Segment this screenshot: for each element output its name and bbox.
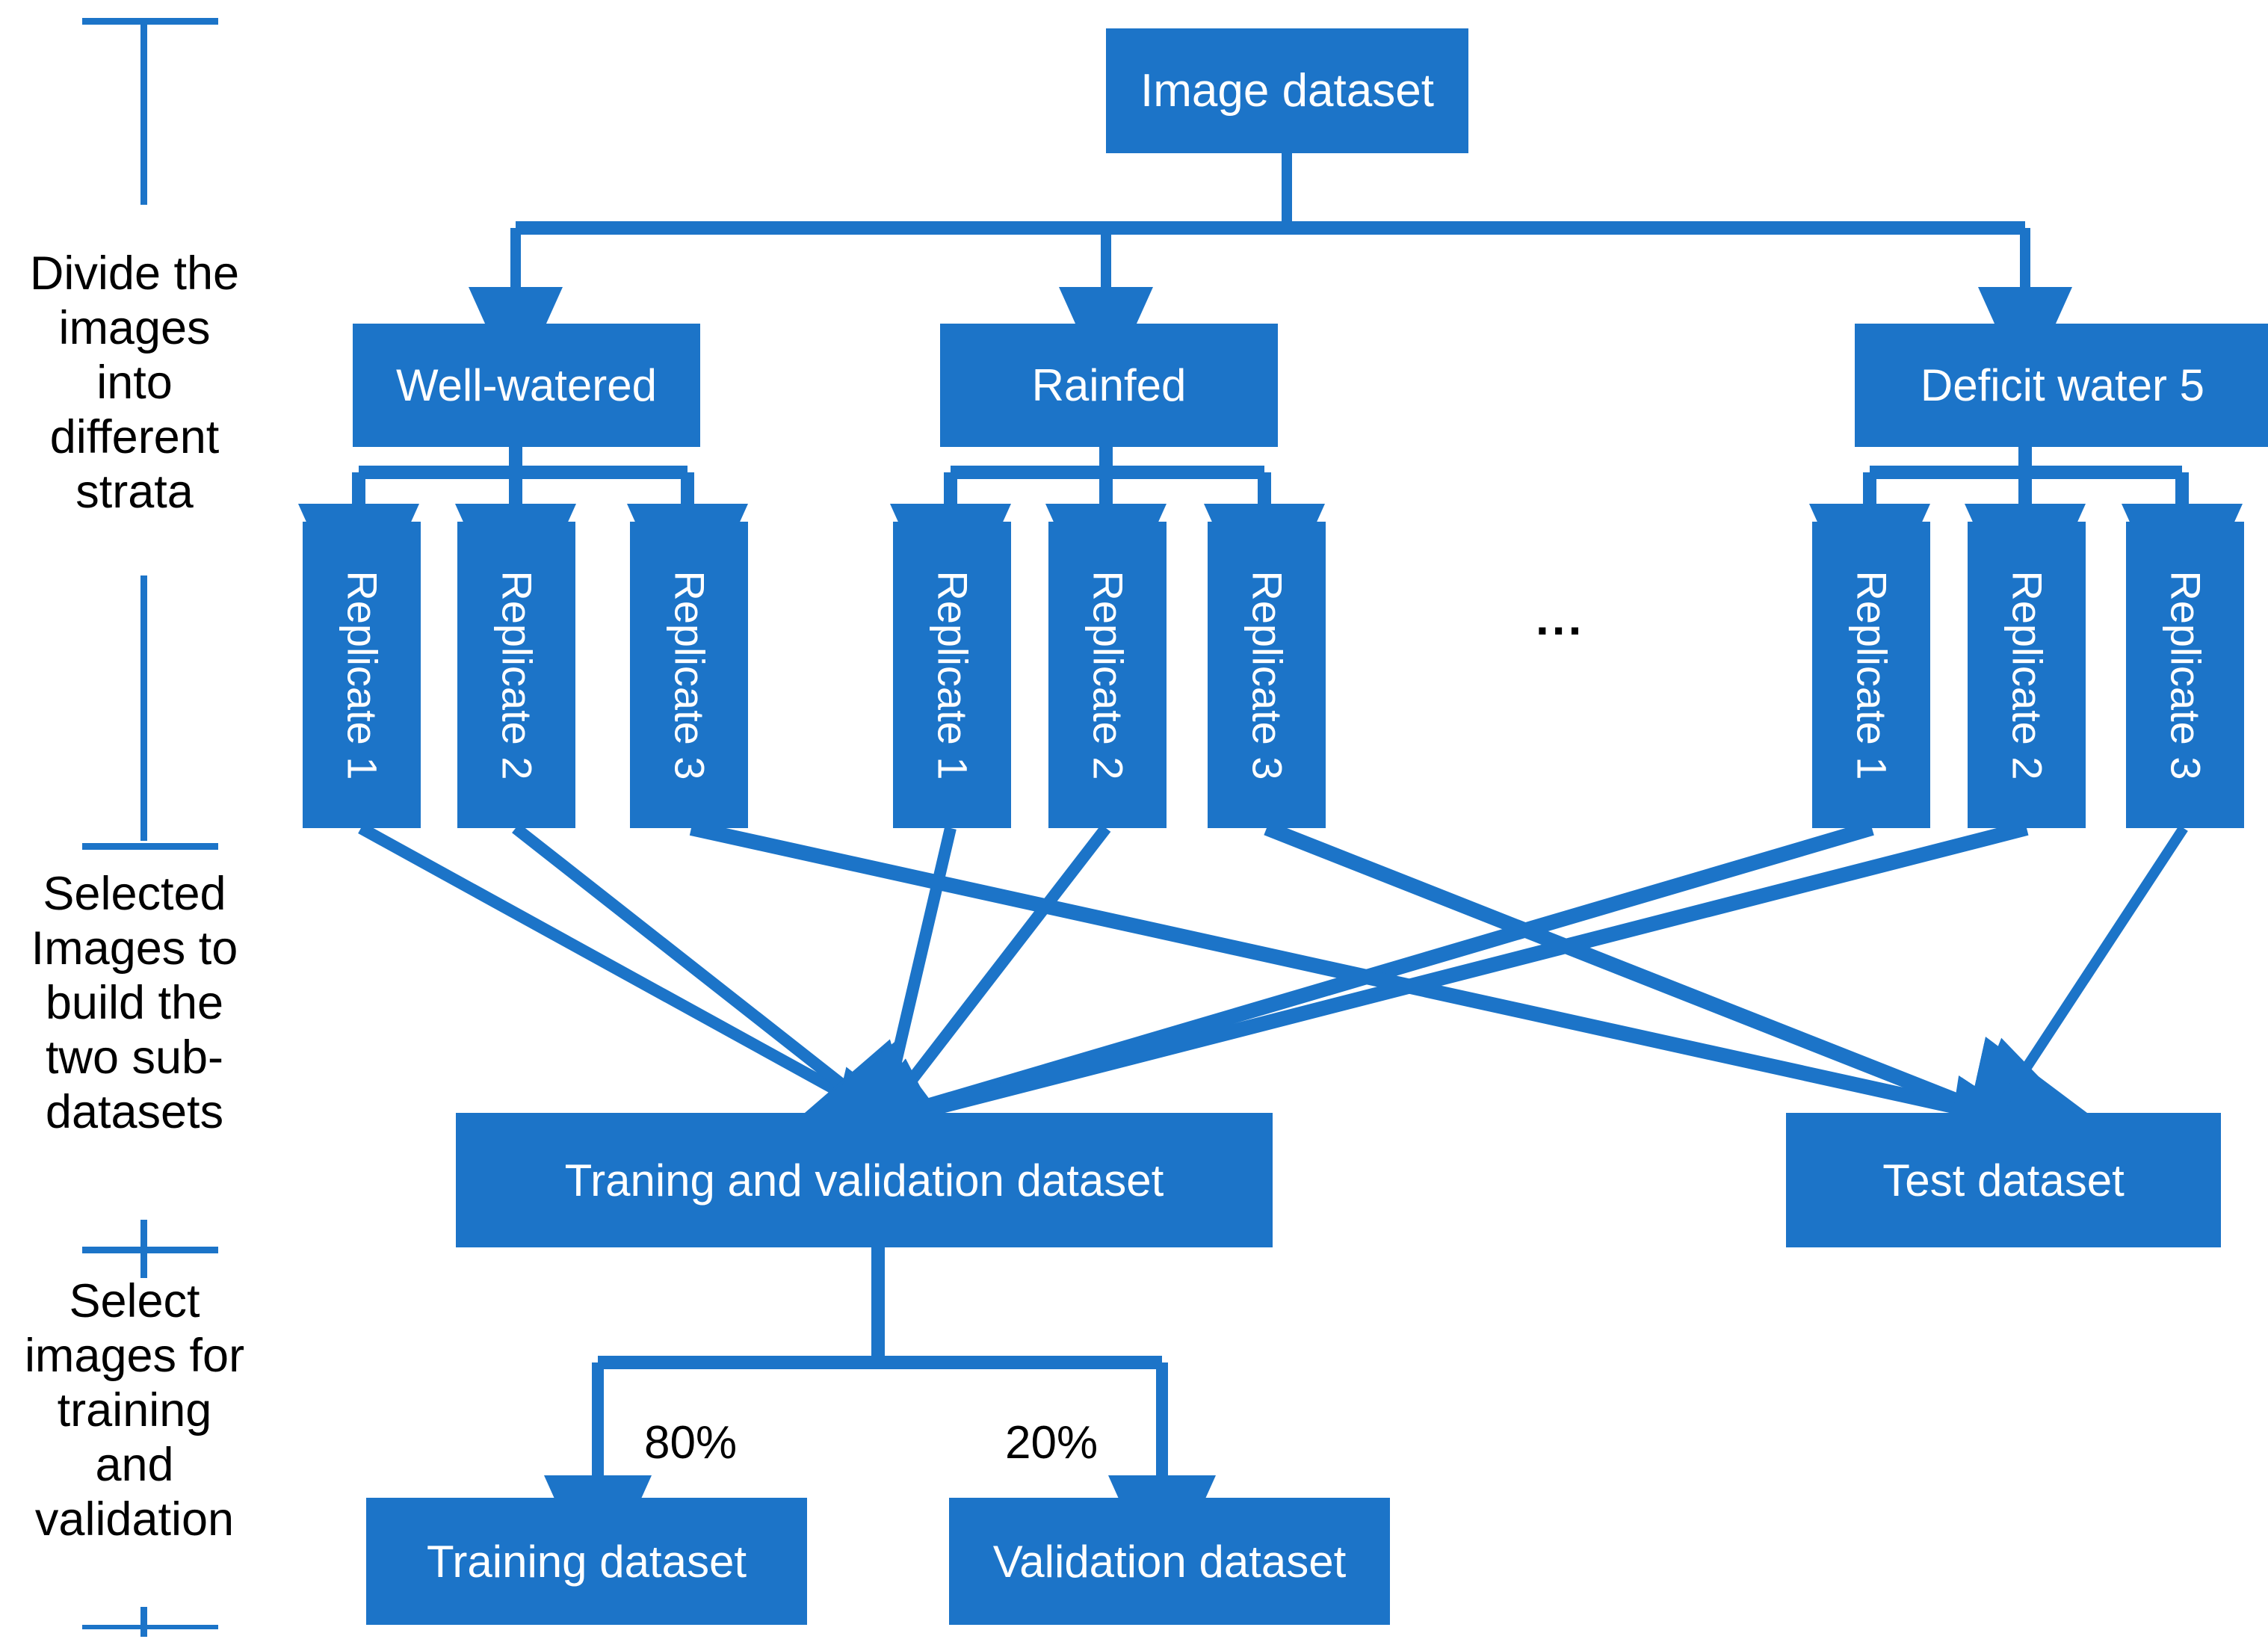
label-train-percentage: 80%	[644, 1417, 738, 1469]
bracket-stem-divide-lower	[140, 575, 147, 841]
node-replicate-ww-3[interactable]: Replicate 3	[630, 522, 748, 828]
node-replicate-dw-2-label: Replicate 2	[2003, 570, 2051, 780]
bracket-bottom-cap-divide	[82, 843, 218, 850]
node-replicate-rf-1-label: Replicate 1	[929, 570, 977, 780]
node-replicate-ww-1[interactable]: Replicate 1	[303, 522, 421, 828]
node-replicate-dw-1[interactable]: Replicate 1	[1812, 522, 1930, 828]
bracket-stem-split	[140, 1607, 147, 1637]
node-replicate-rf-2[interactable]: Replicate 2	[1048, 522, 1167, 828]
node-replicate-ww-2[interactable]: Replicate 2	[457, 522, 575, 828]
node-stratum-well-watered[interactable]: Well-watered	[353, 324, 700, 447]
node-replicate-ww-3-label: Replicate 3	[666, 570, 714, 780]
node-replicate-dw-3[interactable]: Replicate 3	[2126, 522, 2244, 828]
bracket-top-cap-divide	[82, 18, 218, 25]
node-training-validation-dataset[interactable]: Traning and validation dataset	[456, 1113, 1273, 1247]
bracket-stem-divide-upper	[140, 18, 147, 205]
label-validation-percentage: 20%	[1005, 1417, 1099, 1469]
node-replicate-dw-3-label: Replicate 3	[2162, 570, 2210, 780]
node-replicate-ww-2-label: Replicate 2	[493, 570, 541, 780]
node-stratum-deficit-water-5[interactable]: Deficit water 5	[1855, 324, 2268, 447]
node-replicate-rf-3[interactable]: Replicate 3	[1208, 522, 1326, 828]
ellipsis-more-strata: ...	[1536, 591, 1585, 645]
legend-step-split: Select images for training and validatio…	[24, 1275, 245, 1546]
node-validation-dataset[interactable]: Validation dataset	[949, 1498, 1390, 1625]
bracket-cap-split	[82, 1625, 218, 1629]
node-replicate-rf-1[interactable]: Replicate 1	[893, 522, 1011, 828]
node-replicate-rf-2-label: Replicate 2	[1084, 570, 1132, 780]
bracket-cap-select	[82, 1247, 218, 1253]
node-training-dataset[interactable]: Training dataset	[366, 1498, 807, 1625]
node-stratum-rainfed[interactable]: Rainfed	[940, 324, 1278, 447]
node-test-dataset[interactable]: Test dataset	[1786, 1113, 2221, 1247]
node-replicate-dw-2[interactable]: Replicate 2	[1968, 522, 2086, 828]
legend-step-select: Selected Images to build the two sub-dat…	[31, 868, 238, 1139]
node-image-dataset[interactable]: Image dataset	[1106, 28, 1468, 153]
node-replicate-ww-1-label: Replicate 1	[339, 570, 386, 780]
node-replicate-rf-3-label: Replicate 3	[1243, 570, 1291, 780]
node-replicate-dw-1-label: Replicate 1	[1848, 570, 1896, 780]
legend-step-divide: Divide the images into different strata	[29, 247, 240, 519]
